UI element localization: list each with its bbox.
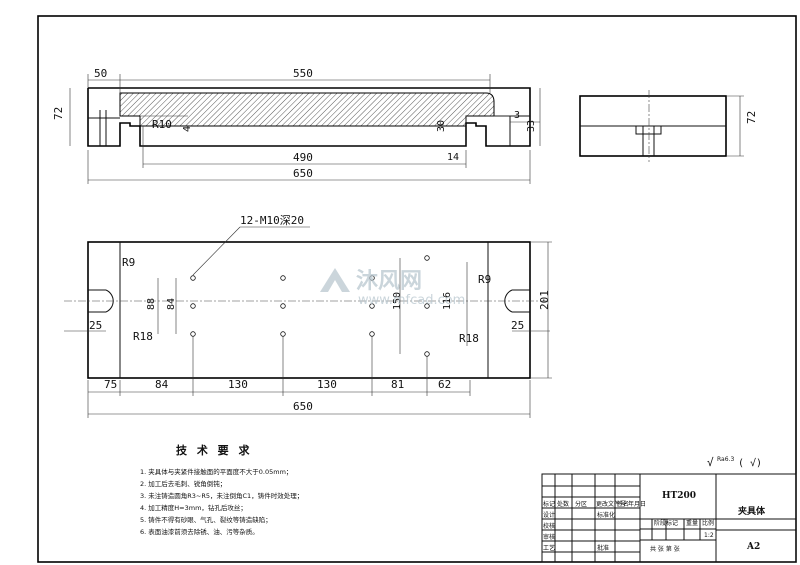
dim-x-75: 75 bbox=[104, 378, 117, 391]
dim-550: 550 bbox=[293, 67, 313, 80]
dim-50: 50 bbox=[94, 67, 107, 80]
tb-label-change: 更改文件号 bbox=[596, 500, 626, 508]
tb-label-design: 设计 bbox=[543, 511, 555, 519]
watermark-logo-icon bbox=[320, 268, 350, 292]
dim-r18-right: R18 bbox=[459, 332, 479, 345]
roughness-symbol: √ Ra6.3 ( √) bbox=[707, 456, 762, 469]
tb-label-approve: 批准 bbox=[597, 544, 609, 552]
dim-r9-right: R9 bbox=[478, 273, 491, 286]
technical-requirements: 技 术 要 求 1. 夹具体与夹紧件接触面的平面度不大于0.05mm； 2. 加… bbox=[140, 443, 303, 536]
dim-x-84: 84 bbox=[155, 378, 169, 391]
dim-72-front: 72 bbox=[52, 107, 65, 120]
tb-label-date: 年月日 bbox=[628, 500, 646, 508]
sheet-size: A2 bbox=[746, 542, 760, 552]
tb-sheets: 共 张 第 张 bbox=[650, 545, 680, 553]
dim-x-130a: 130 bbox=[228, 378, 248, 391]
tb-label-zone: 分区 bbox=[575, 500, 587, 508]
dim-150: 150 bbox=[392, 292, 403, 310]
dim-25-left: 25 bbox=[89, 319, 102, 332]
requirement-2: 2. 加工后去毛刺、锐角倒钝； bbox=[140, 479, 226, 488]
tapped-holes bbox=[190, 255, 430, 357]
part-name: 夹具体 bbox=[738, 505, 766, 517]
tb-label-sign: 签名 bbox=[617, 500, 629, 508]
tb-label-count: 处数 bbox=[557, 500, 569, 508]
title-block: HT200 夹具体 A2 标记 处数 分区 更改文件号 签名 年月日 设计 校核… bbox=[541, 473, 797, 563]
material: HT200 bbox=[662, 491, 696, 501]
dim-r18-left: R18 bbox=[133, 330, 153, 343]
roughness-check-icon: √ bbox=[707, 456, 714, 469]
watermark-brand: 沐风网 bbox=[356, 269, 422, 294]
watermark-url: www.mfcad.com bbox=[358, 293, 465, 308]
tb-label-process: 工艺 bbox=[543, 544, 555, 552]
tb-label-stage: 阶段标记 bbox=[654, 519, 678, 527]
dim-25-right: 25 bbox=[511, 319, 524, 332]
dim-201: 201 bbox=[538, 290, 551, 310]
dim-r9-left: R9 bbox=[122, 256, 135, 269]
requirement-3: 3. 未注铸造圆角R3~R5，未注倒角C1，铸件时效处理； bbox=[140, 491, 303, 500]
dim-490: 490 bbox=[293, 151, 313, 164]
tb-label-standard: 标准化 bbox=[597, 511, 615, 519]
front-section-view: 50 550 72 R10 4 3 33 30 14 490 650 bbox=[52, 67, 541, 184]
top-view: 12-M10深20 88 84 150 116 201 R9 R9 R18 R1… bbox=[64, 214, 552, 418]
dim-30: 30 bbox=[436, 120, 447, 132]
dim-x-62: 62 bbox=[438, 378, 451, 391]
roughness-paren: ( √) bbox=[738, 457, 762, 469]
tb-label-check: 校核 bbox=[543, 522, 555, 530]
requirements-title: 技 术 要 求 bbox=[176, 443, 253, 457]
requirement-1: 1. 夹具体与夹紧件接触面的平面度不大于0.05mm； bbox=[140, 467, 292, 476]
watermark: 沐风网 www.mfcad.com bbox=[320, 268, 465, 308]
dim-x-81: 81 bbox=[391, 378, 404, 391]
side-view: 72 bbox=[579, 90, 758, 162]
dim-4: 4 bbox=[182, 126, 193, 132]
tb-scale-value: 1:2 bbox=[704, 532, 714, 539]
dim-3: 3 bbox=[514, 110, 520, 121]
dim-116: 116 bbox=[442, 292, 453, 310]
hole-callout: 12-M10深20 bbox=[240, 214, 304, 227]
roughness-value: Ra6.3 bbox=[717, 456, 734, 463]
dim-72-side: 72 bbox=[745, 111, 758, 124]
requirement-5: 5. 铸件不得有砂眼、气孔、裂纹等铸造缺陷； bbox=[140, 515, 272, 524]
dim-650-front: 650 bbox=[293, 167, 313, 180]
dim-x-650: 650 bbox=[293, 400, 313, 413]
requirement-6: 6. 表面油漆前须去除锈、油、污等杂质。 bbox=[140, 527, 259, 536]
tb-label-weight: 重量 bbox=[686, 519, 698, 527]
dim-88: 88 bbox=[146, 298, 157, 310]
tb-label-mark: 标记 bbox=[543, 500, 555, 508]
requirement-4: 4. 加工精度H=3mm，钻孔后攻丝； bbox=[140, 503, 247, 512]
tb-label-scale: 比例 bbox=[702, 519, 714, 527]
dim-33: 33 bbox=[526, 120, 537, 132]
dim-x-130b: 130 bbox=[317, 378, 337, 391]
drawing-border bbox=[37, 15, 797, 563]
tb-label-review: 审核 bbox=[543, 533, 555, 541]
dim-14: 14 bbox=[447, 152, 459, 163]
dim-r10: R10 bbox=[152, 118, 172, 131]
dim-84: 84 bbox=[166, 298, 177, 310]
